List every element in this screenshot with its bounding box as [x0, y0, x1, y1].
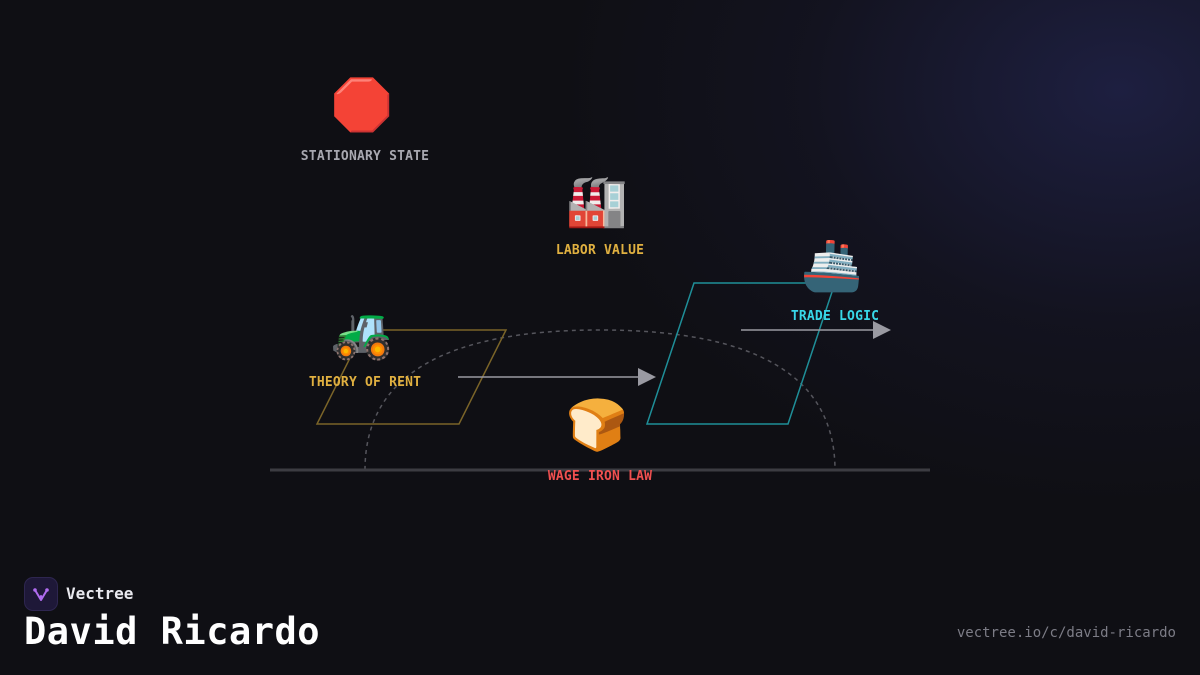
- node-label-labor-value: LABOR VALUE: [555, 243, 645, 258]
- page-url[interactable]: vectree.io/c/david-ricardo: [956, 625, 1176, 641]
- arrow-head: [873, 321, 891, 339]
- node-label-trade-logic: TRADE LOGIC: [790, 309, 880, 324]
- vectree-logo-icon: [24, 577, 58, 611]
- arrow-head: [638, 368, 656, 386]
- node-label-wage-iron-law: WAGE IRON LAW: [547, 469, 653, 484]
- node-label-stationary-state: STATIONARY STATE: [300, 149, 430, 164]
- rent-parallelogram: [315, 329, 508, 425]
- dashed-arc: [364, 329, 836, 471]
- page-title: David Ricardo: [24, 610, 321, 653]
- vectree-logo-glyph: [33, 588, 49, 601]
- node-label-theory-of-rent: THEORY OF RENT: [308, 375, 422, 390]
- factory-icon: 🏭: [565, 172, 629, 230]
- stop-sign-icon: 🛑: [330, 76, 394, 134]
- brand-name: Vectree: [66, 584, 134, 603]
- rent-to-trade-arrow: [458, 368, 656, 386]
- tractor-icon: 🚜: [330, 304, 394, 362]
- ship-icon: 🚢: [800, 236, 864, 294]
- trade-outbound-arrow: [741, 321, 891, 339]
- bread-icon: 🍞: [565, 396, 629, 454]
- trade-parallelogram: [645, 282, 837, 425]
